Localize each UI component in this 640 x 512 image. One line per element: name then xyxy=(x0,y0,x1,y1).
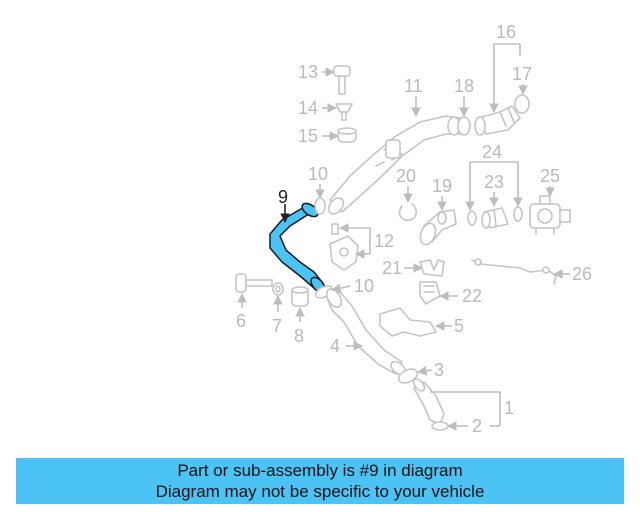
part-1-hose[interactable] xyxy=(411,377,445,425)
part-17-ring[interactable] xyxy=(514,94,530,114)
callout-15: 15 xyxy=(298,126,318,146)
callout-11: 11 xyxy=(404,76,423,96)
callout-26: 26 xyxy=(572,264,592,284)
part-8-spacer[interactable] xyxy=(291,286,309,307)
callout-16: 16 xyxy=(496,22,516,42)
part-21-bracket[interactable] xyxy=(419,259,445,277)
part-18-clamp[interactable] xyxy=(457,116,471,136)
callout-6: 6 xyxy=(236,311,246,331)
callout-19: 19 xyxy=(432,176,452,196)
callout-13: 13 xyxy=(298,62,318,82)
callout-9: 9 xyxy=(278,187,288,207)
part-10-clamp-upper[interactable] xyxy=(314,197,326,215)
callout-7: 7 xyxy=(272,316,282,336)
callout-8: 8 xyxy=(294,326,304,346)
part-25-valve[interactable] xyxy=(529,195,571,235)
callout-25: 25 xyxy=(540,166,560,186)
callout-1: 1 xyxy=(504,398,514,418)
part-13-bolt[interactable] xyxy=(333,65,351,95)
callout-17: 17 xyxy=(512,64,532,84)
callout-3: 3 xyxy=(434,360,444,380)
part-5-bracket[interactable] xyxy=(379,307,437,337)
callout-5: 5 xyxy=(454,316,464,336)
part-6-bolt[interactable] xyxy=(235,273,273,293)
part-14-screw[interactable] xyxy=(335,103,353,121)
callout-12: 12 xyxy=(374,231,394,251)
callout-10-lower: 10 xyxy=(354,276,374,296)
info-banner: Part or sub-assembly is #9 in diagram Di… xyxy=(16,458,624,504)
callout-23: 23 xyxy=(484,172,504,192)
callout-labels: 9 13 14 15 11 10 12 10 16 17 18 19 20 24… xyxy=(236,22,592,436)
banner-line-1: Part or sub-assembly is #9 in diagram xyxy=(177,461,463,480)
part-23-hose[interactable] xyxy=(481,207,509,229)
callout-10-upper: 10 xyxy=(308,164,328,184)
callout-21: 21 xyxy=(382,258,402,278)
part-26-line[interactable] xyxy=(471,258,557,285)
part-2-clamp[interactable] xyxy=(431,421,449,431)
callout-20: 20 xyxy=(396,166,416,186)
banner-line-2: Diagram may not be specific to your vehi… xyxy=(155,482,485,501)
part-16-hose[interactable] xyxy=(474,105,521,136)
part-20-clip[interactable] xyxy=(398,203,418,222)
callout-2: 2 xyxy=(472,416,482,436)
part-24-clamp-left[interactable] xyxy=(467,210,477,226)
part-19-hose[interactable] xyxy=(418,209,457,247)
callout-14: 14 xyxy=(298,98,318,118)
part-12-bracket[interactable] xyxy=(329,223,359,271)
part-7-washer[interactable] xyxy=(272,282,284,296)
part-15-grommet[interactable] xyxy=(337,127,357,143)
part-22-bracket[interactable] xyxy=(419,281,441,305)
callout-4: 4 xyxy=(330,336,340,356)
part-9-hose[interactable] xyxy=(269,201,328,295)
leader-lines xyxy=(237,43,570,431)
parts-diagram: 9 13 14 15 11 10 12 10 16 17 18 19 20 24… xyxy=(235,22,592,436)
callout-24: 24 xyxy=(482,142,502,162)
part-24-clamp-right[interactable] xyxy=(513,206,523,222)
callout-22: 22 xyxy=(462,286,482,306)
callout-18: 18 xyxy=(454,76,474,96)
